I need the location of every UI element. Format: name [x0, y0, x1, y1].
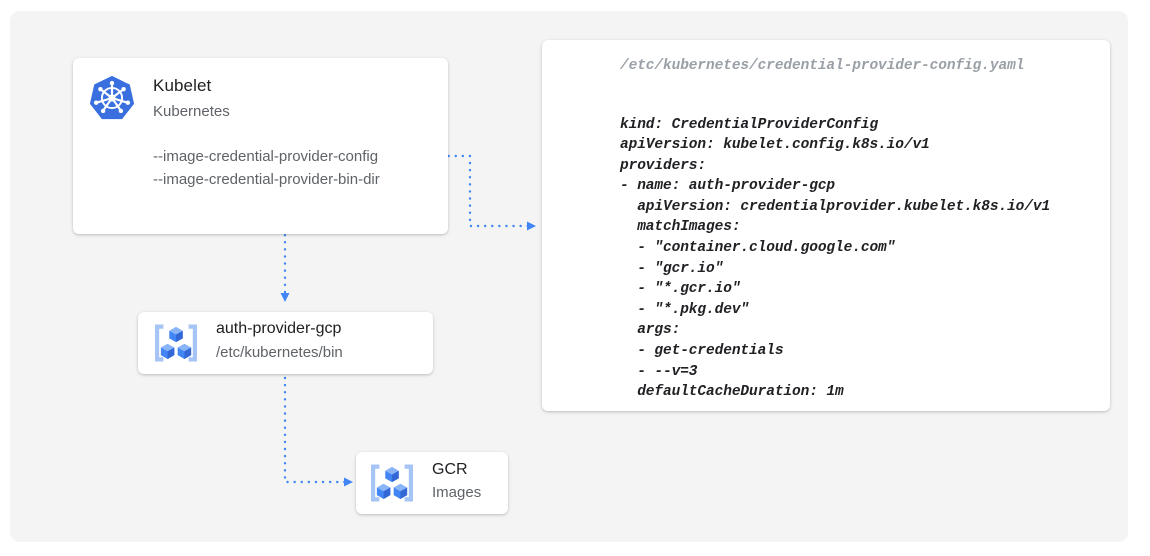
kubelet-title: Kubelet	[153, 76, 212, 95]
auth-provider-gcp-card[interactable]: auth-provider-gcp /etc/kubernetes/bin	[138, 312, 433, 374]
auth-provider-gcp-title: auth-provider-gcp	[216, 320, 342, 337]
credential-provider-config-card[interactable]: /etc/kubernetes/credential-provider-conf…	[542, 40, 1110, 411]
kubernetes-helm-icon	[89, 75, 135, 120]
kubelet-card[interactable]: Kubelet Kubernetes --image-credential-pr…	[73, 58, 448, 234]
gcr-title: GCR	[432, 461, 468, 478]
gcr-subtitle: Images	[432, 484, 482, 501]
kubelet-subtitle: Kubernetes	[153, 103, 230, 120]
gcp-container-registry-icon	[371, 464, 413, 502]
kubelet-flag-config: --image-credential-provider-config	[153, 148, 379, 165]
config-yaml-body: kind: CredentialProviderConfig apiVersio…	[620, 116, 1051, 401]
config-file-path: /etc/kubernetes/credential-provider-conf…	[620, 58, 1025, 74]
gcp-container-registry-icon	[155, 324, 197, 362]
kubelet-flag-bin-dir: --image-credential-provider-bin-dir	[153, 171, 380, 188]
gcr-card[interactable]: GCR Images	[356, 452, 508, 514]
auth-provider-gcp-subtitle: /etc/kubernetes/bin	[216, 344, 343, 361]
